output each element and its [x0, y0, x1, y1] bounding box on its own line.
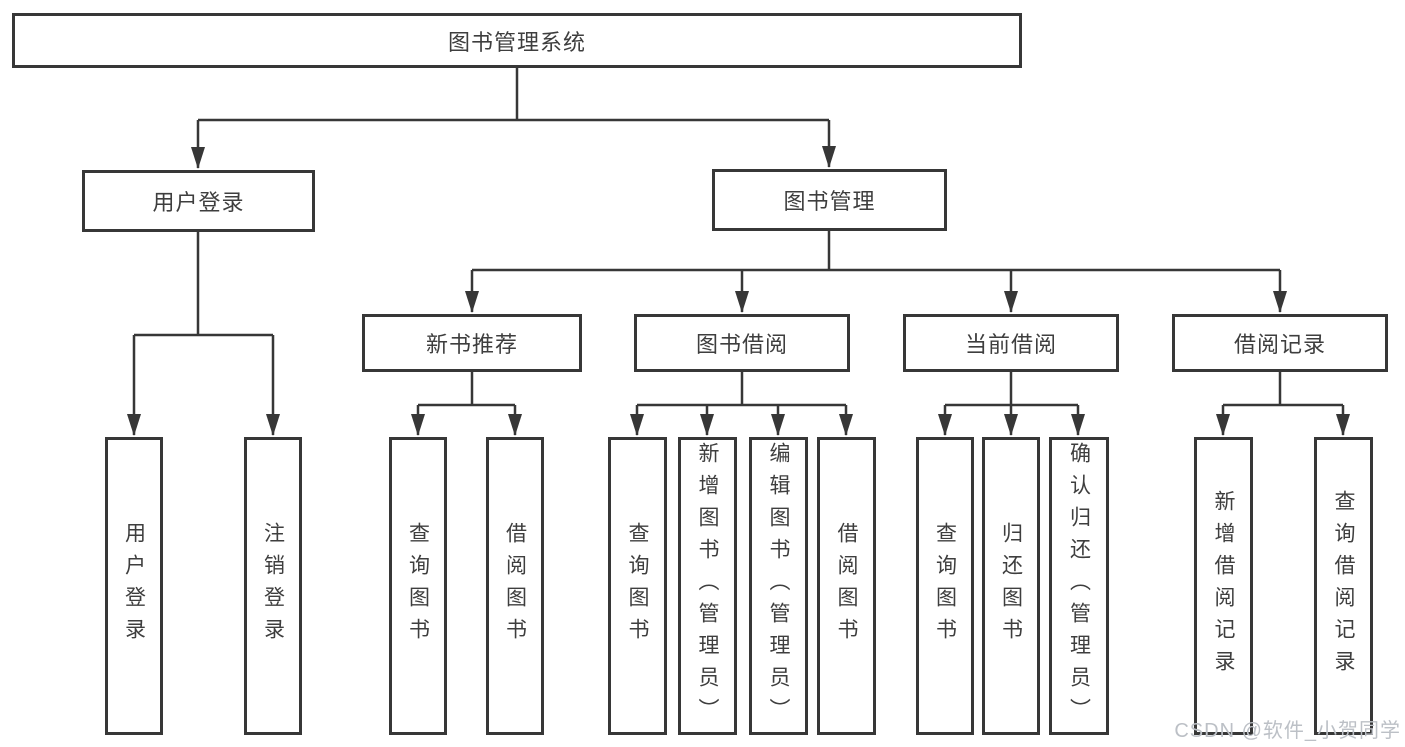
leaf-label: 查询图书 — [933, 522, 957, 650]
node-library-management-system: 图书管理系统 — [12, 13, 1022, 68]
leaf-borrow-books-recommend: 借阅图书 — [486, 437, 544, 735]
node-label: 借阅记录 — [1233, 332, 1326, 357]
leaf-query-books-current: 查询图书 — [916, 437, 974, 735]
leaf-query-books-recommend: 查询图书 — [389, 437, 447, 735]
leaf-label: 归还图书 — [999, 522, 1023, 650]
leaf-borrow-books: 借阅图书 — [817, 437, 876, 735]
node-new-book-recommendation: 新书推荐 — [362, 314, 582, 372]
leaf-query-borrow-record: 查询借阅记录 — [1314, 437, 1373, 735]
leaf-edit-book-admin: 编辑图书（管理员） — [749, 437, 808, 735]
node-label: 新书推荐 — [425, 332, 518, 357]
node-label: 图书管理 — [783, 189, 876, 214]
node-user-login: 用户登录 — [82, 170, 315, 232]
node-book-management: 图书管理 — [712, 169, 947, 231]
leaf-confirm-return-admin: 确认归还（管理员） — [1049, 437, 1109, 735]
node-label: 当前借阅 — [964, 332, 1057, 357]
leaf-query-books-borrow: 查询图书 — [608, 437, 667, 735]
node-current-borrowing: 当前借阅 — [903, 314, 1119, 372]
leaf-label: 确认归还（管理员） — [1067, 442, 1091, 730]
leaf-return-book: 归还图书 — [982, 437, 1040, 735]
node-label: 图书管理系统 — [447, 29, 586, 55]
leaf-logout: 注销登录 — [244, 437, 302, 735]
leaf-label: 用户登录 — [122, 522, 146, 650]
leaf-label: 查询图书 — [406, 522, 430, 650]
leaf-label: 注销登录 — [261, 522, 285, 650]
node-label: 用户登录 — [152, 190, 245, 215]
node-borrowing-records: 借阅记录 — [1172, 314, 1388, 372]
leaf-label: 新增借阅记录 — [1212, 490, 1235, 682]
leaf-label: 借阅图书 — [503, 522, 527, 650]
leaf-add-borrow-record: 新增借阅记录 — [1194, 437, 1253, 735]
leaf-label: 借阅图书 — [835, 522, 858, 650]
leaf-add-book-admin: 新增图书（管理员） — [678, 437, 737, 735]
leaf-label: 编辑图书（管理员） — [767, 442, 790, 730]
node-label: 图书借阅 — [695, 332, 788, 357]
leaf-label: 查询借阅记录 — [1332, 490, 1355, 682]
leaf-label: 查询图书 — [626, 522, 649, 650]
leaf-user-login: 用户登录 — [105, 437, 163, 735]
leaf-label: 新增图书（管理员） — [696, 442, 719, 730]
csdn-watermark: CSDN @软件_小贺同学 — [1174, 720, 1401, 742]
node-book-borrowing: 图书借阅 — [634, 314, 850, 372]
